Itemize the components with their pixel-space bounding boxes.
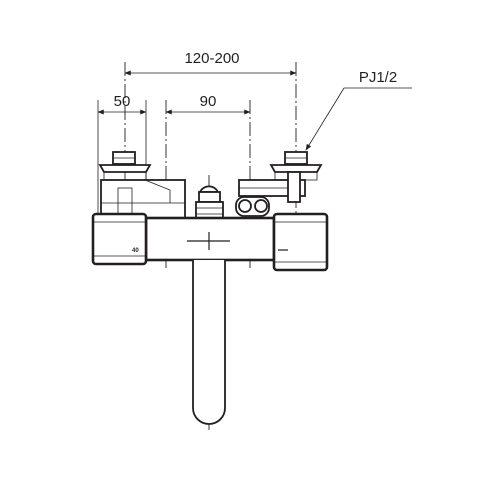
- thread-callout-label: PJ1/2: [359, 69, 397, 86]
- eccentric-connector: [235, 196, 270, 217]
- mixer-body: [144, 216, 276, 262]
- right-wall-connector: [238, 151, 323, 203]
- dimension-50: 50: [97, 93, 147, 115]
- dimension-90: 90: [165, 93, 251, 115]
- dimension-90-label: 90: [200, 93, 217, 110]
- thread-callout: PJ1/2: [305, 69, 412, 151]
- left-wall-connector: [98, 151, 186, 219]
- dimension-50-label: 50: [114, 93, 131, 110]
- spout: [192, 260, 226, 425]
- dimension-120-200: 120-200: [124, 50, 297, 76]
- flow-knob: [272, 212, 329, 272]
- temperature-mark: 40: [132, 248, 139, 254]
- center-swivel-nut: [195, 185, 224, 221]
- dimension-120-200-label: 120-200: [184, 50, 239, 67]
- temperature-knob: 40: [91, 212, 148, 266]
